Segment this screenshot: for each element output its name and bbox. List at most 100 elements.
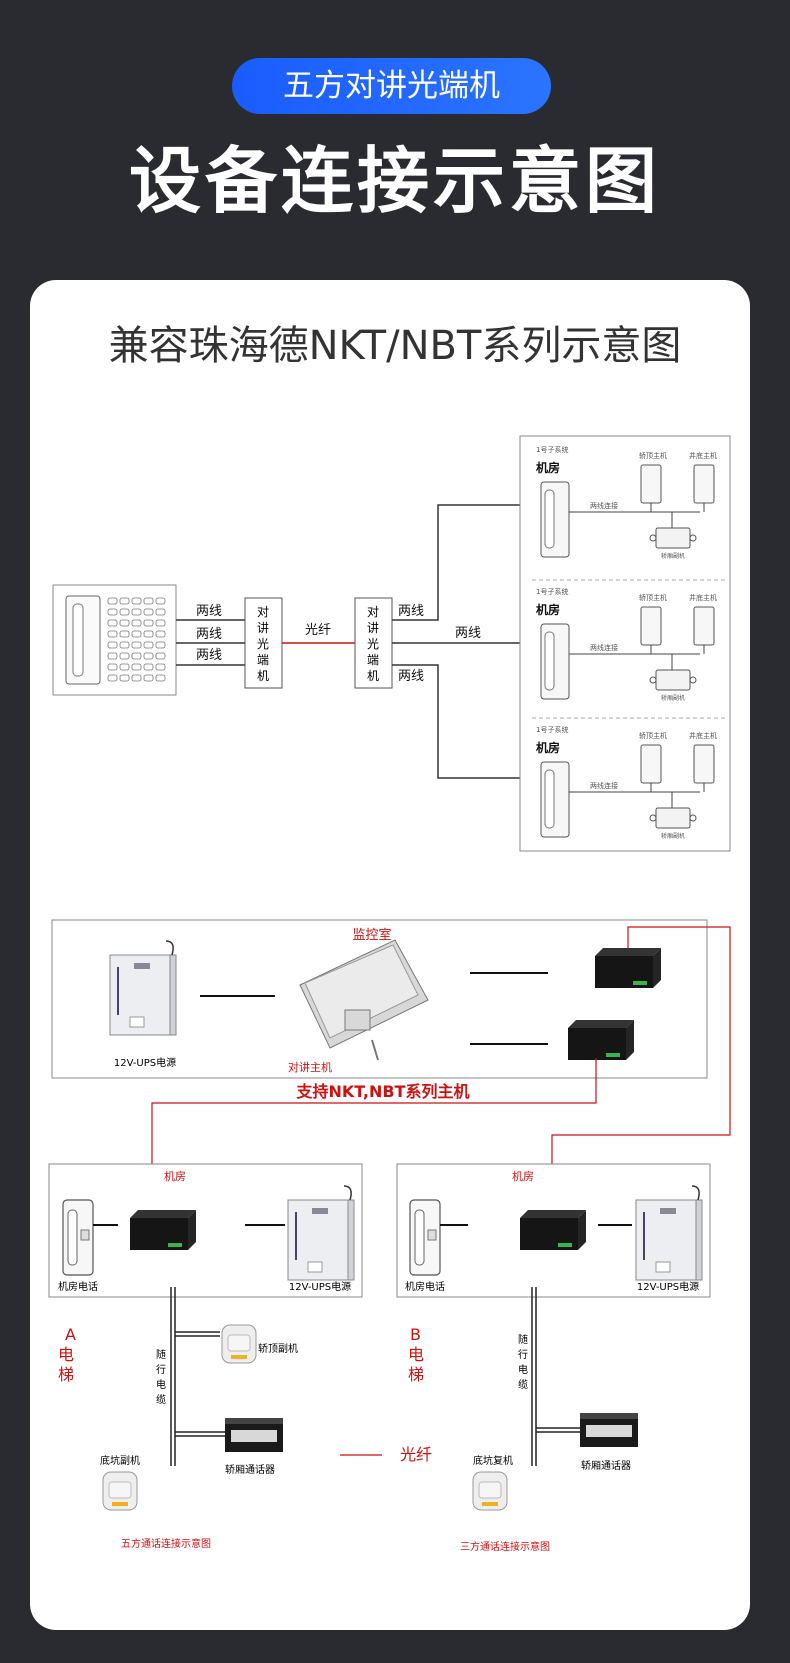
page-title: 设备连接示意图 [128,139,661,223]
car-top-handset [640,464,662,504]
room-phone-a [62,1199,94,1276]
diagram-nkt: 两线 两线 两线 对 讲 光 端 机 光纤 对 讲 光 端 机 两线 两线 两线… [52,435,731,852]
label-car-intercom-a: 轿厢通话器 [225,1463,275,1476]
car-intercom-b [580,1413,638,1447]
fiber-converter-right [354,597,393,689]
subsystem-label: 1号子系统 [536,587,568,596]
car-unit-label: 轿厢副机 [661,694,685,702]
car-unit [649,527,697,549]
label-ups-b: 12V-UPS电源 [637,1280,699,1293]
car-top-handset [640,744,662,784]
label-fiber-mid: 光纤 [400,1445,432,1464]
conv2-char-3: 光 [367,637,379,651]
car-top-label: 轿顶主机 [639,451,667,460]
two-wire-conn-label: 两线连接 [590,643,618,652]
label-pit-a: 底坑副机 [100,1454,140,1467]
conv1-char-3: 光 [257,637,269,651]
car-intercom-a [225,1418,283,1452]
conv2-char-1: 对 [367,605,379,619]
monitor-converter-2 [568,1020,634,1060]
car-unit [649,807,697,829]
conv2-char-2: 讲 [367,620,379,635]
conv1-char-1: 对 [257,605,269,619]
conv2-char-4: 端 [367,653,379,667]
car-unit-label: 轿厢副机 [661,552,685,560]
cable-a-2: 行 [156,1363,166,1376]
conv1-char-2: 讲 [257,620,269,635]
label-two-wire-1: 两线 [196,604,222,619]
conv1-char-4: 端 [257,653,269,667]
converter-a [130,1210,196,1250]
two-wire-conn-label: 两线连接 [590,781,618,790]
label-car-top-a: 轿顶副机 [258,1342,298,1355]
two-wire-conn-label: 两线连接 [590,501,618,510]
machine-room-label: 机房 [536,740,560,755]
label-two-wire-2: 两线 [196,627,222,642]
diagram-five-way: 监控室 12V-UPS电源 对讲主机 支持NKT,NBT系列主机 机房 机房电话… [48,919,731,1553]
label-room-b: 机房 [512,1169,534,1183]
conv2-char-5: 机 [367,669,379,683]
car-top-handset [640,606,662,646]
label-two-wire-5: 两线 [455,626,481,641]
car-unit [649,669,697,691]
cable-b-1: 随 [518,1333,528,1346]
pit-label: 井底主机 [689,731,717,740]
monitor-converter-1 [595,948,661,988]
pit-handset [693,606,715,646]
cable-a-1: 随 [156,1348,166,1361]
pit-sub-b [472,1471,508,1511]
label-host: 对讲主机 [288,1060,332,1074]
label-pit-b: 底坑复机 [473,1454,513,1467]
cable-b-4: 缆 [518,1378,528,1391]
pit-handset [693,744,715,784]
label-monitor-room: 监控室 [352,927,391,943]
host-keypad [107,597,166,682]
label-room-phone-b: 机房电话 [405,1280,445,1293]
pit-sub-a [102,1471,138,1511]
intercom-host [299,939,429,1061]
ups-a [287,1185,355,1281]
label-two-wire-6: 两线 [398,669,424,684]
elev-b-2: 电 [408,1345,424,1364]
car-top-label: 轿顶主机 [639,593,667,602]
cable-a-4: 缆 [156,1393,166,1406]
pit-label: 井底主机 [689,593,717,602]
ups-b [635,1185,703,1281]
subsystem-label: 1号子系统 [536,725,568,734]
ups-monitor [109,940,177,1036]
label-room-a: 机房 [164,1169,186,1183]
machine-room-label: 机房 [536,460,560,475]
cable-b-2: 行 [518,1348,528,1361]
label-room-phone-a: 机房电话 [58,1280,98,1293]
elev-a-3: 梯 [58,1365,74,1384]
fiber-to-a [151,1058,597,1210]
elev-b-1: B [410,1325,421,1344]
cable-b-3: 电 [518,1363,528,1376]
subsystem-label: 1号子系统 [536,445,568,454]
pit-handset [693,464,715,504]
conv1-char-5: 机 [257,669,269,683]
label-fiber: 光纤 [305,623,331,638]
pit-label: 井底主机 [689,451,717,460]
header-pill: 五方对讲光端机 [232,58,551,114]
label-three-way: 三方通话连接示意图 [460,1540,550,1553]
elev-a-2: 电 [58,1345,74,1364]
car-unit-label: 轿厢副机 [661,832,685,840]
label-car-intercom-b: 轿厢通话器 [581,1459,631,1472]
label-ups-monitor: 12V-UPS电源 [114,1056,176,1069]
label-ups-a: 12V-UPS电源 [289,1280,351,1293]
label-five-way: 五方通话连接示意图 [121,1537,211,1550]
fiber-to-b [551,926,731,1210]
elev-b-3: 梯 [408,1365,424,1384]
machine-room-label: 机房 [536,602,560,617]
converter-b [520,1210,586,1250]
room-phone-b [409,1199,441,1276]
label-two-wire-4: 两线 [398,604,424,619]
label-support: 支持NKT,NBT系列主机 [295,1082,469,1101]
cable-a-3: 电 [156,1378,166,1391]
car-top-label: 轿顶主机 [639,731,667,740]
